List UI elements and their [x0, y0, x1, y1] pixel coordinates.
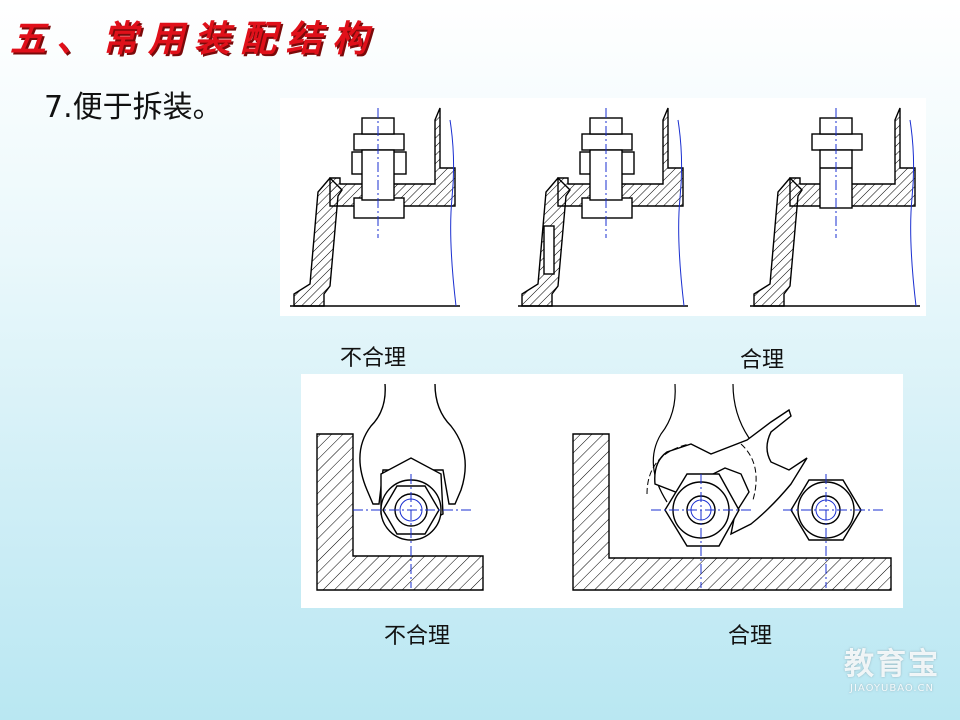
top-drawing-panel	[280, 98, 926, 316]
wrench-drawing-reasonable	[572, 383, 892, 591]
watermark-main-text: 教育宝	[844, 647, 940, 682]
assembly-drawing-reasonable-b	[750, 107, 920, 307]
slide-subtitle: 7.便于拆装。	[44, 90, 223, 125]
assembly-drawing-reasonable-a	[518, 107, 688, 307]
assembly-drawing-unreasonable	[290, 107, 460, 307]
bottom-drawing-panel	[301, 374, 903, 608]
wrench-drawing-unreasonable	[316, 383, 484, 591]
caption-bottom-unreasonable: 不合理	[384, 624, 451, 649]
bolt-assembly-diagrams	[290, 107, 920, 307]
watermark-logo: 教育宝 JIAOYUBAO.CN	[844, 639, 940, 694]
watermark-sub-text: JIAOYUBAO.CN	[850, 683, 934, 694]
wrench-clearance-diagrams	[316, 383, 892, 591]
caption-top-reasonable: 合理	[740, 348, 785, 373]
slide-title: 五、常用装配结构	[10, 18, 379, 60]
caption-top-unreasonable: 不合理	[340, 346, 407, 371]
caption-bottom-reasonable: 合理	[728, 624, 773, 649]
